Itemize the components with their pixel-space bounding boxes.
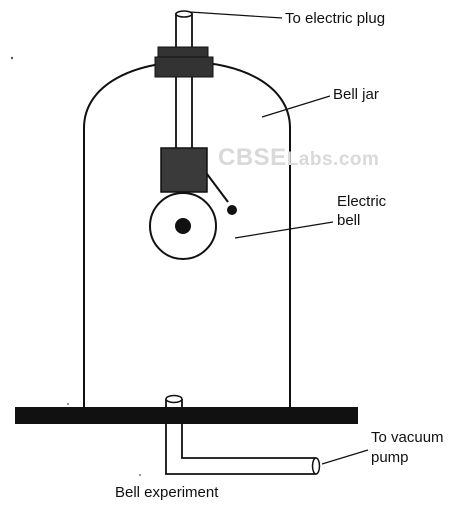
label-electric-plug: To electric plug: [285, 10, 386, 27]
vacuum-leader: [321, 449, 369, 465]
wire-tube: [175, 13, 193, 150]
vacuum-tube: [165, 399, 316, 475]
bell-jar-leader: [261, 95, 331, 118]
stopper: [157, 46, 209, 58]
vacuum-tube-top: [165, 394, 183, 404]
stopper-base: [154, 56, 214, 78]
hammer-arm: [206, 173, 229, 203]
electric-bell-leader: [234, 221, 334, 239]
watermark-part2: Labs: [286, 149, 334, 170]
bell-center: [175, 218, 191, 234]
base-plate: [15, 407, 358, 424]
plug-leader: [189, 11, 283, 19]
label-vacuum-pump-line2: pump: [371, 449, 409, 466]
watermark: CBSELabs.com: [218, 144, 379, 172]
vacuum-tube-end: [311, 457, 321, 475]
wire-tube-top: [175, 10, 193, 18]
hammer-ball: [227, 205, 237, 215]
watermark-part1: CBSE: [218, 144, 287, 171]
label-electric-bell-line1: Electric: [337, 193, 387, 210]
watermark-part3: .com: [333, 149, 380, 170]
label-electric-bell-line2: bell: [337, 212, 361, 229]
bell-mechanism: [160, 147, 208, 193]
label-vacuum-pump-line1: To vacuum: [371, 429, 444, 446]
speck: [67, 403, 69, 405]
label-bell-jar: Bell jar: [333, 86, 379, 103]
speck: [10, 56, 14, 60]
speck: [139, 474, 141, 476]
caption: Bell experiment: [115, 484, 219, 501]
